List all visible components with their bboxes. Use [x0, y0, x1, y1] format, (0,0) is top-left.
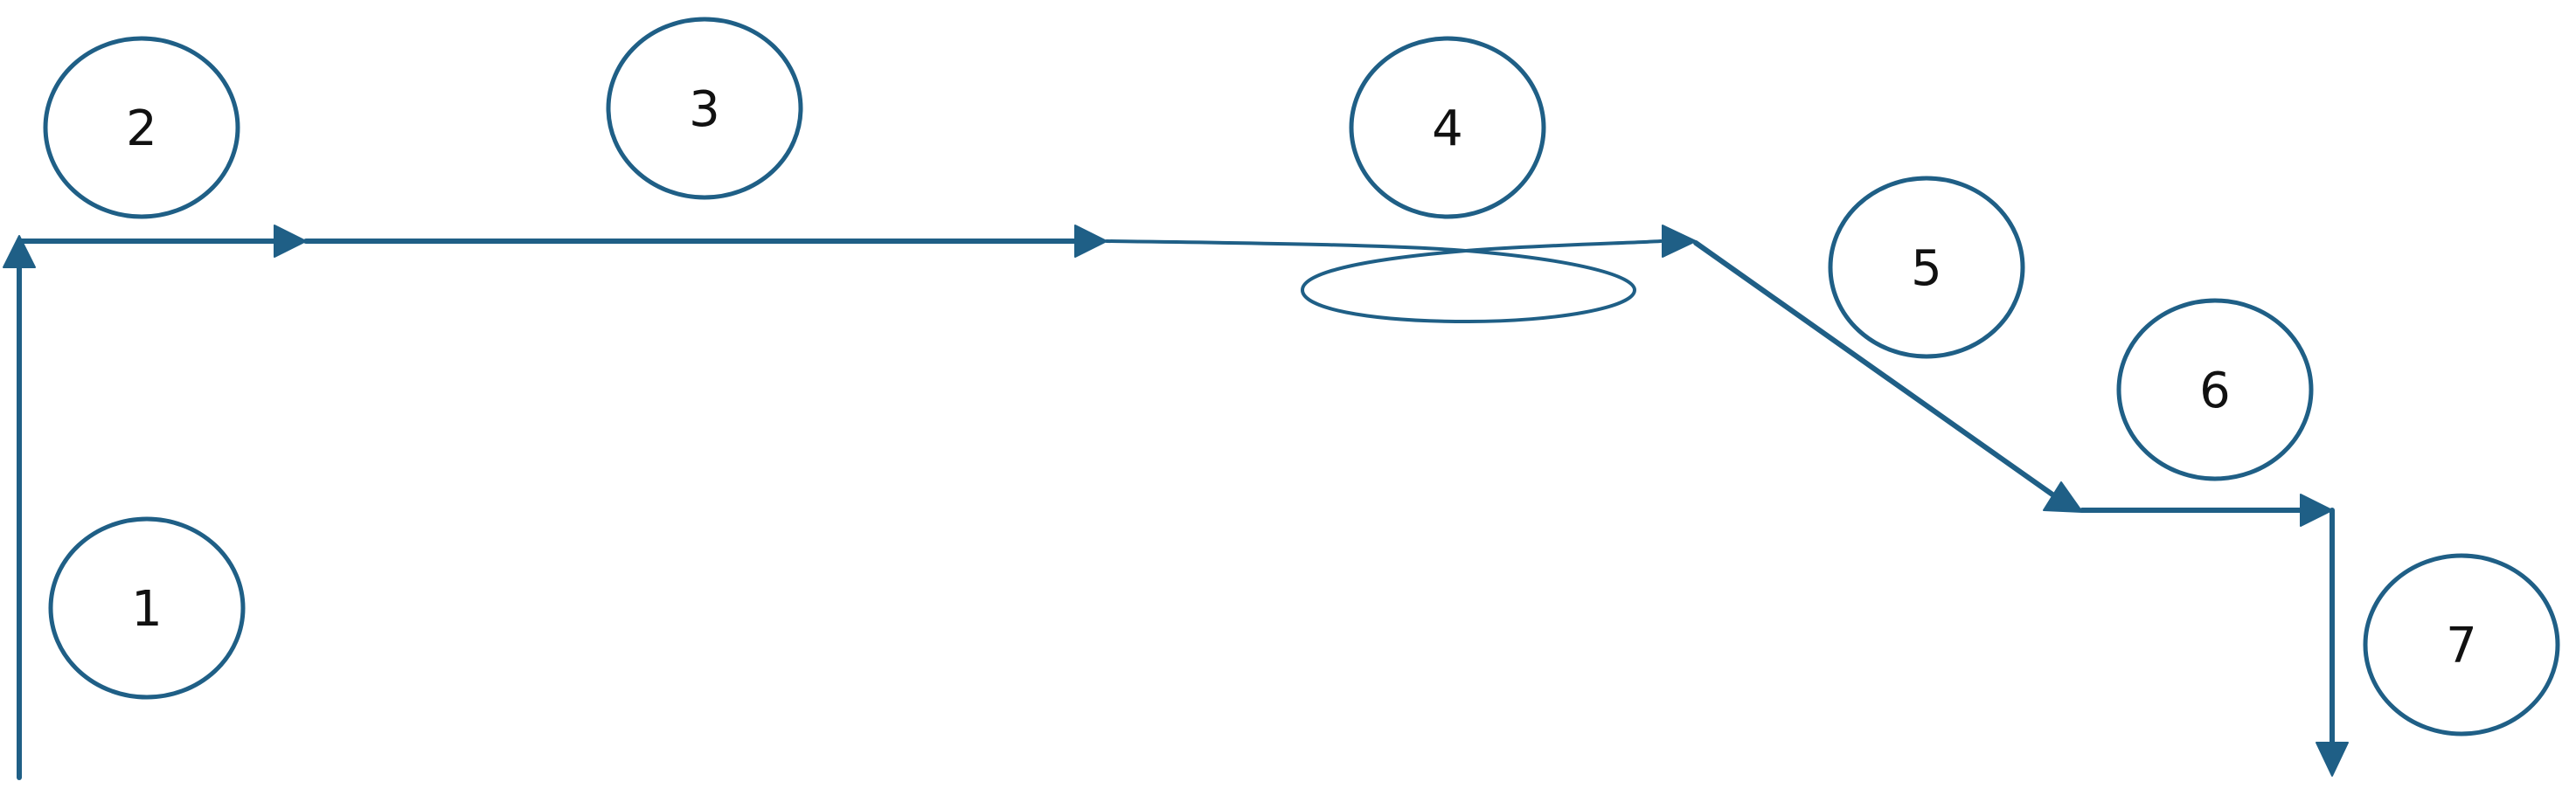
segment-2-arrowhead	[274, 225, 307, 258]
step-2-marker: 2	[43, 36, 240, 219]
step-6-circle	[2116, 298, 2314, 481]
segment-6-arrowhead	[2300, 494, 2333, 527]
step-4-label: 4	[1432, 100, 1463, 157]
step-7-label: 7	[2446, 618, 2477, 674]
step-3-circle	[606, 17, 803, 200]
segment-7-arrowhead	[2316, 742, 2349, 777]
step-6-label: 6	[2199, 363, 2231, 419]
step-5-marker: 5	[1828, 176, 2025, 359]
step-markers: 1 2 3 4 5 6 7	[43, 17, 2560, 736]
step-3-marker: 3	[606, 17, 803, 200]
segment-5-line	[1693, 240, 2055, 497]
segment-1-arrowhead	[3, 235, 36, 268]
segment-4-loop	[1105, 239, 1663, 323]
segment-5-arrowhead	[2043, 481, 2083, 513]
step-7-marker: 7	[2363, 553, 2560, 736]
step-6-marker: 6	[2116, 298, 2314, 481]
step-7-circle	[2363, 553, 2560, 736]
segment-4-arrowhead	[1662, 225, 1697, 258]
step-4-marker: 4	[1349, 36, 1546, 219]
step-5-circle	[1828, 176, 2025, 359]
step-4-circle	[1349, 36, 1546, 219]
step-2-label: 2	[126, 100, 157, 157]
path-segments	[3, 225, 2349, 780]
step-1-marker: 1	[48, 516, 246, 700]
segment-3-arrowhead	[1074, 225, 1107, 258]
step-1-circle	[48, 516, 246, 700]
step-2-circle	[43, 36, 240, 219]
step-3-label: 3	[689, 81, 720, 138]
step-1-label: 1	[131, 581, 163, 638]
step-5-label: 5	[1911, 240, 1942, 297]
